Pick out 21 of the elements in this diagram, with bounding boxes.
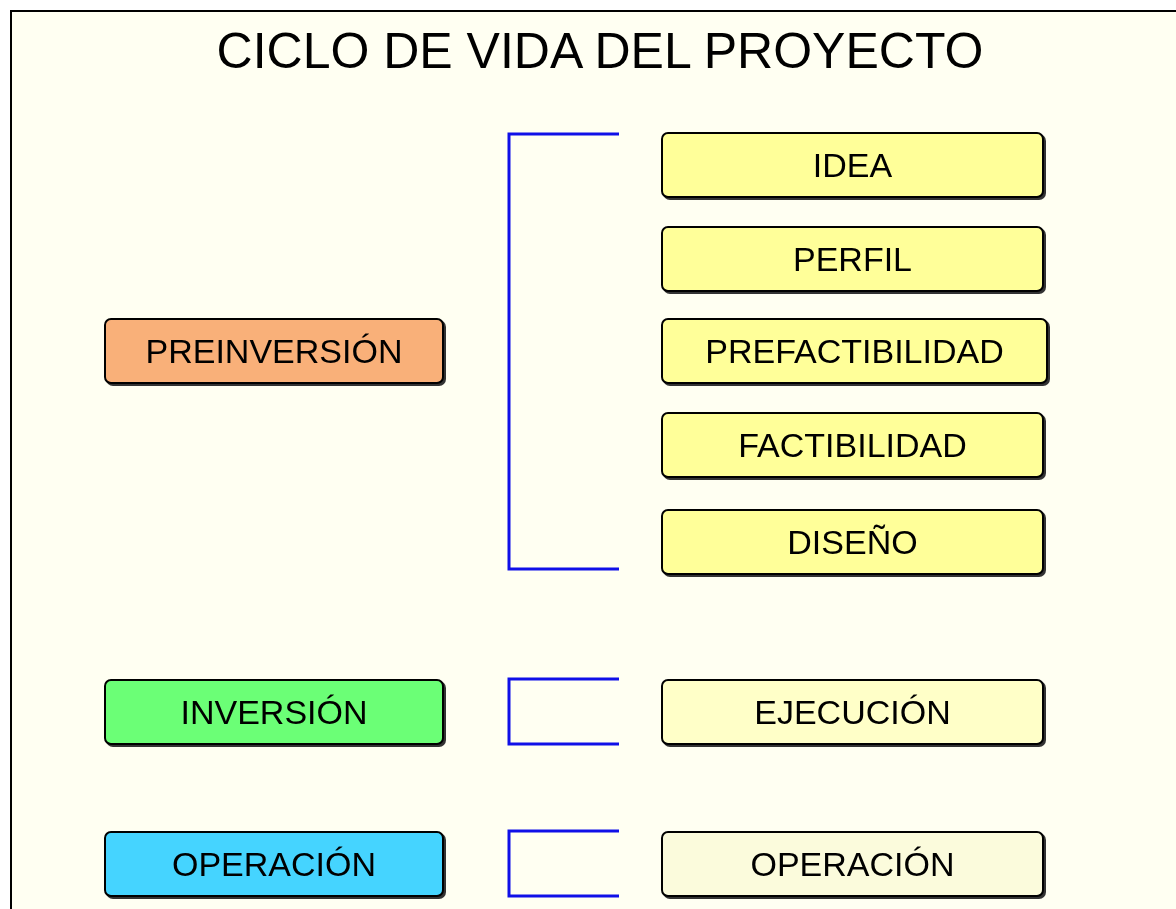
diagram-title: CICLO DE VIDA DEL PROYECTO	[215, 22, 985, 80]
stage-box	[661, 679, 1044, 745]
box-label: EJECUCIÓN	[754, 692, 951, 732]
stage-box	[661, 132, 1044, 198]
box-label: OPERACIÓN	[171, 844, 376, 884]
phase-box	[104, 679, 444, 745]
stage-box	[661, 318, 1048, 384]
stage-box	[661, 509, 1044, 575]
box-label: INVERSIÓN	[180, 692, 368, 732]
box-label: IDEA	[812, 145, 893, 185]
box-label: PERFIL	[792, 239, 912, 279]
stage-box	[661, 226, 1044, 292]
box-label: OPERACIÓN	[750, 844, 955, 884]
phase-box	[104, 831, 444, 897]
box-label: DISEÑO	[787, 522, 918, 562]
box-label: PREFACTIBILIDAD	[705, 331, 1004, 371]
box-label: PREINVERSIÓN	[145, 331, 403, 371]
stage-box	[661, 412, 1044, 478]
box-label: FACTIBILIDAD	[738, 425, 967, 465]
stage-box	[661, 831, 1044, 897]
phase-box	[104, 318, 444, 384]
